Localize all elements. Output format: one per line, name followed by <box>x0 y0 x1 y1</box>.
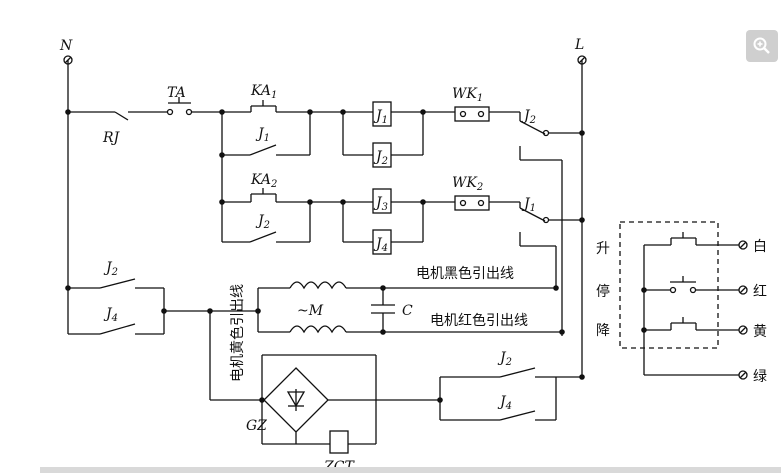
j4-n-contact <box>99 323 136 335</box>
label-yellow-lead: 电机黄色引出线 <box>229 284 246 382</box>
j2-n-contact <box>99 278 136 289</box>
terminal-n <box>63 55 73 65</box>
label-wk2: WK2 <box>452 175 483 193</box>
control-box <box>619 221 719 349</box>
label-j4-l: J4 <box>497 394 512 412</box>
motor-winding-top <box>289 281 347 290</box>
label-l: L <box>574 37 584 53</box>
bottom-bar <box>40 467 781 473</box>
label-black-lead: 电机黑色引出线 <box>416 265 514 282</box>
label-wk1: WK1 <box>452 86 483 104</box>
relay-j1-coil <box>372 101 392 127</box>
label-red-lead: 电机红色引出线 <box>430 312 528 329</box>
label-j2-interlock: J2 <box>521 108 536 126</box>
terminal-yellow <box>738 325 748 335</box>
ta-button-right <box>185 108 193 116</box>
junction-dot <box>65 109 71 115</box>
j2-l-contact <box>499 367 536 378</box>
zct-brake-coil <box>329 430 349 454</box>
j2-self-contact <box>249 231 277 243</box>
wk1-limit-switch <box>454 106 490 122</box>
zoom-button[interactable] <box>746 30 778 62</box>
terminal-white <box>738 240 748 250</box>
label-j1-coil: J1 <box>373 108 388 126</box>
rj-contact <box>114 111 129 121</box>
label-ta: TA <box>167 85 186 101</box>
label-white: 白 <box>753 239 767 255</box>
label-red: 红 <box>753 284 767 300</box>
label-j2-coil: J2 <box>373 149 388 167</box>
zoom-icon <box>753 37 770 54</box>
label-j4-coil: J4 <box>373 236 388 254</box>
label-j1-interlock: J1 <box>521 196 536 214</box>
label-gz: GZ <box>246 418 267 434</box>
label-green: 绿 <box>753 369 767 385</box>
terminal-green <box>738 370 748 380</box>
label-ka1: KA1 <box>250 83 277 101</box>
j4-l-contact <box>499 410 536 421</box>
label-down: 降 <box>596 323 610 339</box>
label-rj: RJ <box>102 130 121 146</box>
diode-icon <box>286 391 306 408</box>
j2-interlock-contact <box>519 120 546 135</box>
label-capacitor: C <box>402 303 413 319</box>
label-ka2: KA2 <box>250 172 277 190</box>
label-n: N <box>59 38 73 54</box>
ta-button-left <box>166 108 174 116</box>
label-yellow: 黄 <box>753 323 767 340</box>
label-j2-n: J2 <box>103 260 118 278</box>
j1-interlock-contact <box>519 207 546 222</box>
label-j2-self: J2 <box>255 213 270 231</box>
label-j2-l: J2 <box>497 350 512 368</box>
relay-j3-coil <box>372 188 392 214</box>
label-j4-n: J4 <box>103 306 118 324</box>
label-motor: ~M <box>297 303 324 319</box>
terminal-l <box>577 55 587 65</box>
motor-winding-bottom <box>289 325 347 334</box>
wk2-limit-switch <box>454 195 490 211</box>
label-j1-self: J1 <box>255 126 270 144</box>
label-up: 升 <box>596 241 610 257</box>
j1-self-contact <box>249 144 277 156</box>
label-stop: 停 <box>596 283 610 300</box>
label-j3-coil: J3 <box>373 195 388 213</box>
terminal-red <box>738 285 748 295</box>
